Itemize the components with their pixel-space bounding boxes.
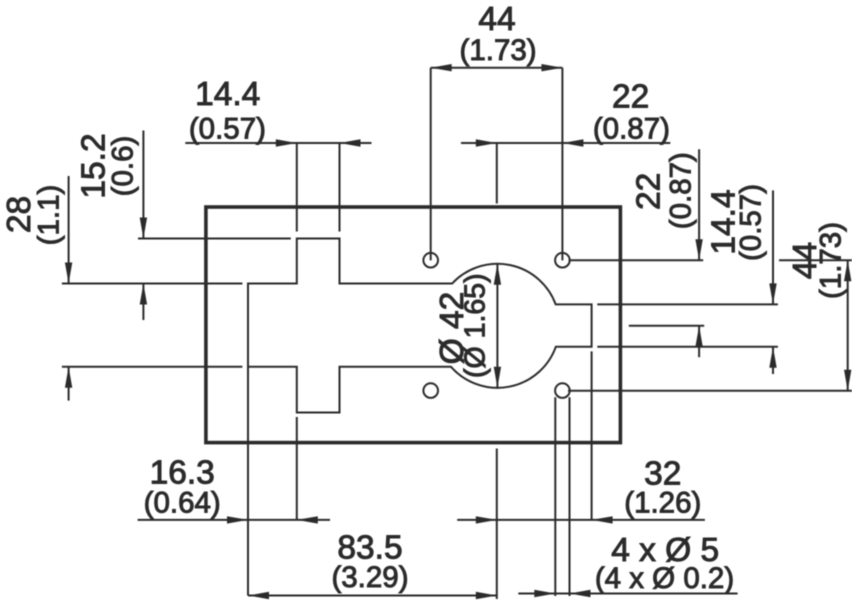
svg-text:(0.57): (0.57) [734,184,767,261]
svg-text:(1.1): (1.1) [33,185,66,246]
svg-text:(Ø 1.65): (Ø 1.65) [459,273,491,378]
svg-text:22: 22 [612,79,649,116]
svg-text:15.2: 15.2 [76,133,113,198]
svg-text:(0.6): (0.6) [107,136,140,197]
svg-text:14.4: 14.4 [706,189,743,254]
svg-text:14.4: 14.4 [195,76,260,113]
svg-text:(3.29): (3.29) [331,561,408,594]
svg-text:(0.87): (0.87) [665,152,698,229]
svg-text:28: 28 [1,196,38,233]
svg-text:(1.73): (1.73) [460,34,537,67]
svg-text:(0.64): (0.64) [144,487,221,520]
svg-text:(0.57): (0.57) [189,112,266,145]
svg-text:(4 x Ø 0.2): (4 x Ø 0.2) [595,562,734,595]
svg-text:83.5: 83.5 [337,530,402,567]
svg-text:(0.87): (0.87) [593,112,670,145]
svg-text:44: 44 [787,242,824,279]
svg-text:44: 44 [478,1,515,38]
svg-text:32: 32 [644,455,681,492]
svg-text:(1.26): (1.26) [624,487,701,520]
svg-text:4 x Ø 5: 4 x Ø 5 [611,532,719,569]
svg-text:(1.73): (1.73) [814,222,847,299]
svg-text:22: 22 [630,173,667,210]
svg-text:Ø 42: Ø 42 [434,292,471,365]
svg-text:16.3: 16.3 [150,454,215,491]
